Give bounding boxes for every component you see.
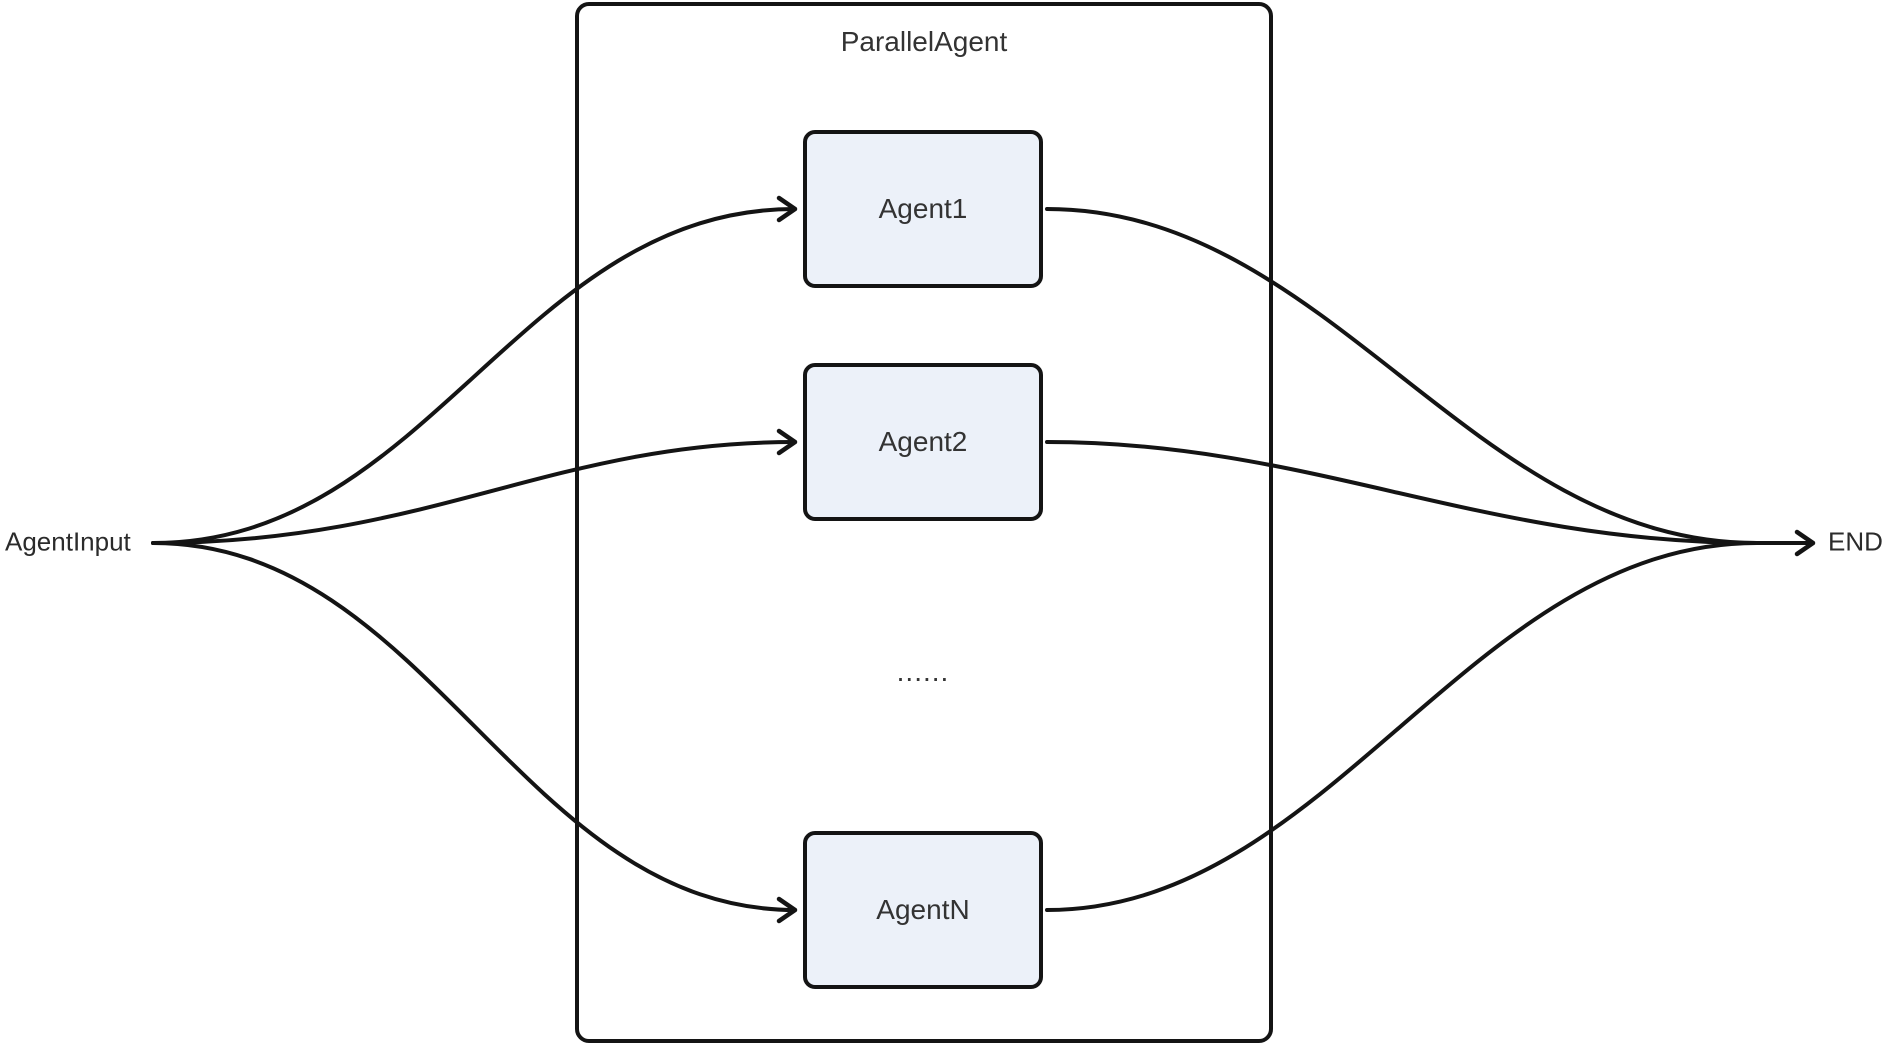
node-agent2: Agent2: [803, 363, 1043, 521]
node-agent1-label: Agent1: [878, 193, 968, 224]
ellipsis-label: ......: [896, 656, 950, 687]
node-agentn: AgentN: [803, 831, 1043, 989]
node-agent2-label: Agent2: [878, 426, 968, 457]
node-agentn-label: AgentN: [876, 894, 970, 925]
node-agent1: Agent1: [803, 130, 1043, 288]
sink-node-label: END: [1828, 526, 1883, 557]
source-node-label: AgentInput: [5, 526, 131, 557]
group-title: ParallelAgent: [840, 26, 1008, 57]
